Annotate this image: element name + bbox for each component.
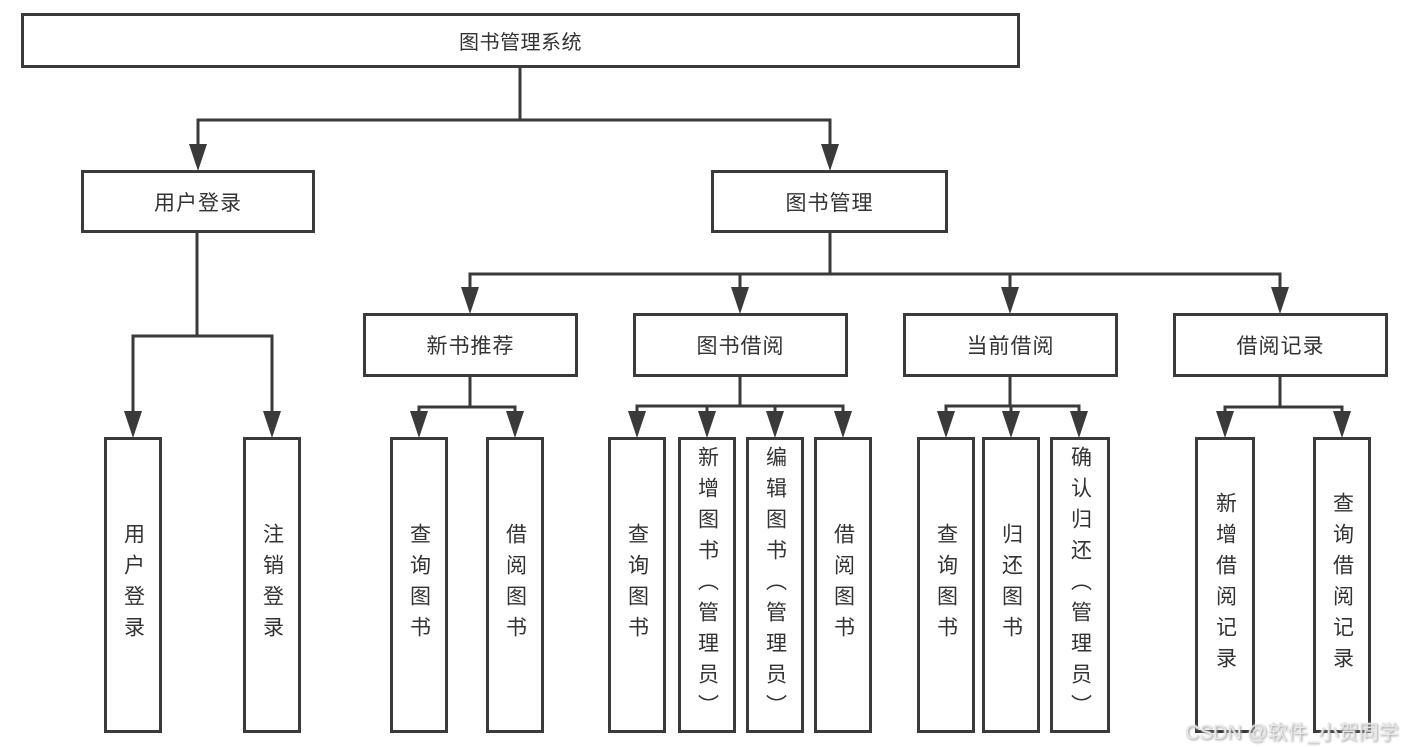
leaf-logout: 注销登录 <box>243 437 301 733</box>
node-current-borrowing: 当前借阅 <box>903 313 1118 377</box>
node-new-book-recommendation-label: 新书推荐 <box>426 335 515 358</box>
node-book-borrowing: 图书借阅 <box>633 313 848 377</box>
leaf-confirm-return-admin: 确认归还（管理员） <box>1050 437 1110 733</box>
node-library-system: 图书管理系统 <box>21 13 1020 68</box>
leaf-edit-books-admin: 编辑图书（管理员） <box>746 437 804 733</box>
csdn-watermark: CSDN @软件_小贺同学 <box>1185 722 1399 744</box>
leaf-user-login-label: 用户登录 <box>121 523 145 647</box>
leaf-borrow-books-label: 借阅图书 <box>831 523 855 647</box>
node-book-management-label: 图书管理 <box>785 191 874 215</box>
leaf-user-login: 用户登录 <box>104 437 162 733</box>
leaf-add-books-admin: 新增图书（管理员） <box>678 437 736 733</box>
leaf-query-books-current-label: 查询图书 <box>934 523 958 647</box>
leaf-query-borrow-record: 查询借阅记录 <box>1313 437 1371 733</box>
leaf-query-books-recommend: 查询图书 <box>390 437 448 733</box>
leaf-add-borrow-record-label: 新增借阅记录 <box>1213 492 1237 678</box>
leaf-query-books-borrow: 查询图书 <box>608 437 666 733</box>
node-user-login-label: 用户登录 <box>154 191 242 215</box>
node-borrowing-records-label: 借阅记录 <box>1236 335 1325 358</box>
arrowheads <box>124 144 1351 438</box>
node-user-login: 用户登录 <box>81 170 315 233</box>
leaf-query-books-recommend-label: 查询图书 <box>407 523 431 647</box>
node-new-book-recommendation: 新书推荐 <box>363 313 578 377</box>
node-library-system-label: 图书管理系统 <box>459 32 582 54</box>
leaf-edit-books-admin-label: 编辑图书（管理员） <box>763 445 787 725</box>
leaf-borrow-books-recommend: 借阅图书 <box>486 437 544 733</box>
node-current-borrowing-label: 当前借阅 <box>966 335 1055 358</box>
node-book-borrowing-label: 图书借阅 <box>696 335 785 358</box>
leaf-return-books-label: 归还图书 <box>999 523 1023 647</box>
leaf-confirm-return-admin-label: 确认归还（管理员） <box>1068 445 1092 725</box>
leaf-query-borrow-record-label: 查询借阅记录 <box>1330 492 1354 678</box>
leaf-query-books-borrow-label: 查询图书 <box>625 523 649 647</box>
leaf-query-books-current: 查询图书 <box>917 437 975 733</box>
leaf-add-borrow-record: 新增借阅记录 <box>1195 437 1255 733</box>
leaf-borrow-books-recommend-label: 借阅图书 <box>503 523 527 647</box>
leaf-borrow-books: 借阅图书 <box>814 437 872 733</box>
leaf-return-books: 归还图书 <box>982 437 1040 733</box>
node-book-management: 图书管理 <box>711 170 948 233</box>
leaf-logout-label: 注销登录 <box>260 523 284 647</box>
leaf-add-books-admin-label: 新增图书（管理员） <box>695 445 719 725</box>
node-borrowing-records: 借阅记录 <box>1173 313 1388 377</box>
